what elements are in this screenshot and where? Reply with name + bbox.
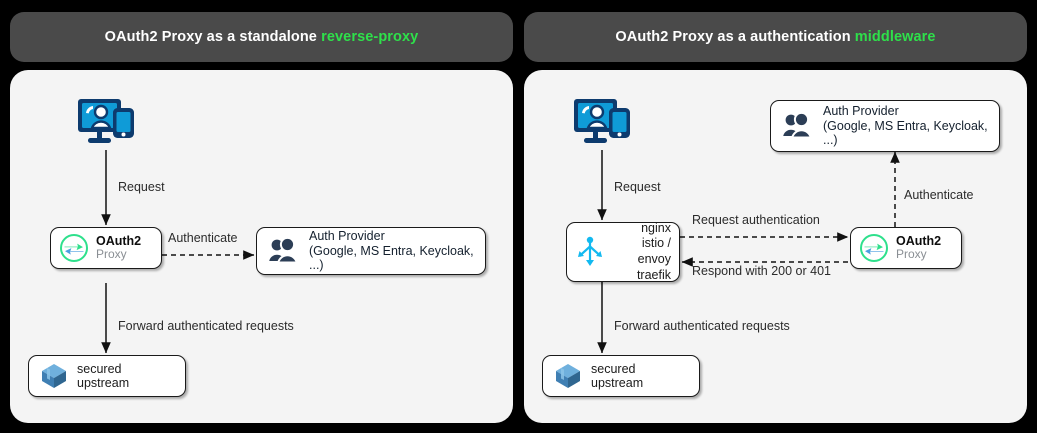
auth-provider-labels-middleware: Auth Provider (Google, MS Entra, Keycloa…	[823, 104, 989, 148]
cube-icon	[553, 361, 583, 391]
auth-provider-title: Auth Provider	[823, 104, 899, 119]
oauth2-proxy-title: OAuth2	[896, 233, 942, 248]
oauth2-proxy-labels-standalone: OAuth2 Proxy	[96, 234, 141, 262]
oauth2-proxy-logo	[859, 233, 889, 263]
panel-title-standalone: OAuth2 Proxy as a standalone reverse-pro…	[105, 29, 419, 45]
user-device-icon	[76, 96, 136, 148]
client-device-node-middleware	[570, 94, 634, 150]
panel-title-prefix-middleware: OAuth2 Proxy as a authentication	[615, 29, 855, 45]
panel-standalone-reverse-proxy: OAuth2 Proxy as a standalone reverse-pro…	[10, 0, 513, 433]
users-icon	[267, 236, 301, 266]
panel-title-accent: reverse-proxy	[321, 29, 419, 45]
auth-provider-title: Auth Provider	[309, 229, 385, 244]
auth-provider-subtitle: (Google, MS Entra, Keycloak, ...)	[309, 243, 474, 273]
router-labels: nginx istio / envoy traefik	[610, 221, 671, 284]
edge-label-authenticate-standalone: Authenticate	[168, 231, 238, 245]
panel-title-prefix: OAuth2 Proxy as a standalone	[104, 29, 322, 45]
cube-icon	[39, 361, 69, 391]
edges-middleware	[597, 150, 900, 354]
secured-upstream-label: secured upstream	[591, 362, 644, 390]
edge-label-request-standalone: Request	[118, 180, 165, 194]
edge-label-request-authentication: Request authentication	[692, 213, 820, 227]
panel-title-middleware: OAuth2 Proxy as a authentication middlew…	[615, 29, 935, 45]
client-device-node-standalone	[74, 94, 138, 150]
oauth2-proxy-logo	[59, 233, 89, 263]
oauth2-proxy-node-standalone[interactable]: OAuth2 Proxy	[50, 227, 162, 269]
secured-upstream-node-standalone[interactable]: secured upstream	[28, 355, 186, 397]
auth-provider-labels-standalone: Auth Provider (Google, MS Entra, Keycloa…	[309, 229, 475, 273]
secured-upstream-label: secured upstream	[77, 362, 130, 390]
router-line-istio-envoy: istio / envoy	[637, 236, 671, 266]
panel-title-accent-middleware: middleware	[854, 29, 936, 45]
auth-provider-subtitle: (Google, MS Entra, Keycloak, ...)	[823, 118, 988, 148]
edge-label-authenticate-middleware: Authenticate	[904, 188, 974, 202]
edges-standalone	[101, 150, 255, 354]
users-icon	[781, 111, 815, 141]
panel-body-middleware: Request Auth Provider (Google, MS Entra,…	[524, 70, 1027, 423]
router-node-middleware[interactable]: nginx istio / envoy traefik	[566, 221, 680, 284]
edge-label-respond-200-401: Respond with 200 or 401	[692, 264, 831, 278]
oauth2-proxy-subtitle: Proxy	[896, 247, 927, 262]
panel-authentication-middleware: OAuth2 Proxy as a authentication middlew…	[524, 0, 1027, 433]
oauth2-proxy-subtitle: Proxy	[96, 247, 127, 262]
edge-label-request-middleware: Request	[614, 180, 661, 194]
router-line-nginx: nginx	[641, 220, 671, 235]
edge-label-forward-middleware: Forward authenticated requests	[614, 319, 790, 333]
oauth2-proxy-node-middleware[interactable]: OAuth2 Proxy	[850, 227, 962, 269]
panel-header-standalone: OAuth2 Proxy as a standalone reverse-pro…	[10, 12, 513, 62]
panel-body-standalone: Request OAuth2 Proxy Authenticate	[10, 70, 513, 423]
router-icon	[575, 236, 605, 268]
edge-label-forward-standalone: Forward authenticated requests	[118, 319, 294, 333]
oauth2-proxy-labels-middleware: OAuth2 Proxy	[896, 234, 941, 262]
oauth2-proxy-title: OAuth2	[96, 233, 142, 248]
secured-upstream-node-middleware[interactable]: secured upstream	[542, 355, 700, 397]
panel-header-middleware: OAuth2 Proxy as a authentication middlew…	[524, 12, 1027, 62]
router-line-traefik: traefik	[636, 267, 671, 282]
auth-provider-node-middleware[interactable]: Auth Provider (Google, MS Entra, Keycloa…	[770, 100, 1000, 152]
user-device-icon	[572, 96, 632, 148]
auth-provider-node-standalone[interactable]: Auth Provider (Google, MS Entra, Keycloa…	[256, 227, 486, 275]
